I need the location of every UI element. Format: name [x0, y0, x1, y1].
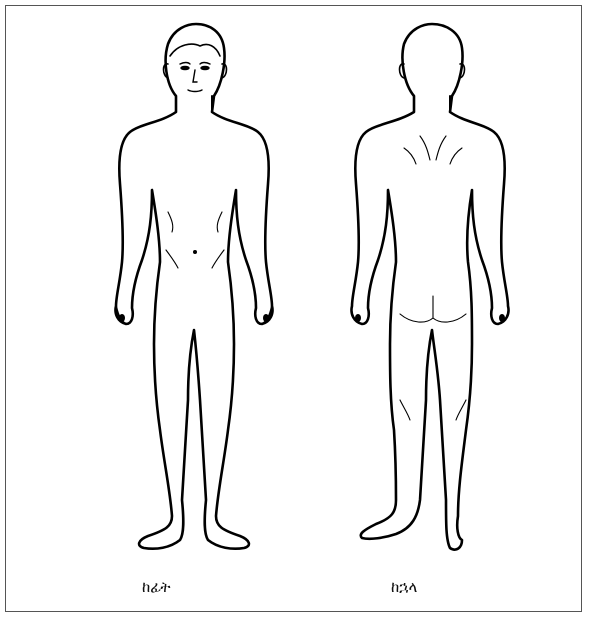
back-view-label: ከኋላ: [391, 578, 417, 596]
back-body-outline: [351, 24, 508, 550]
front-view-label: ከፊት: [142, 578, 171, 596]
